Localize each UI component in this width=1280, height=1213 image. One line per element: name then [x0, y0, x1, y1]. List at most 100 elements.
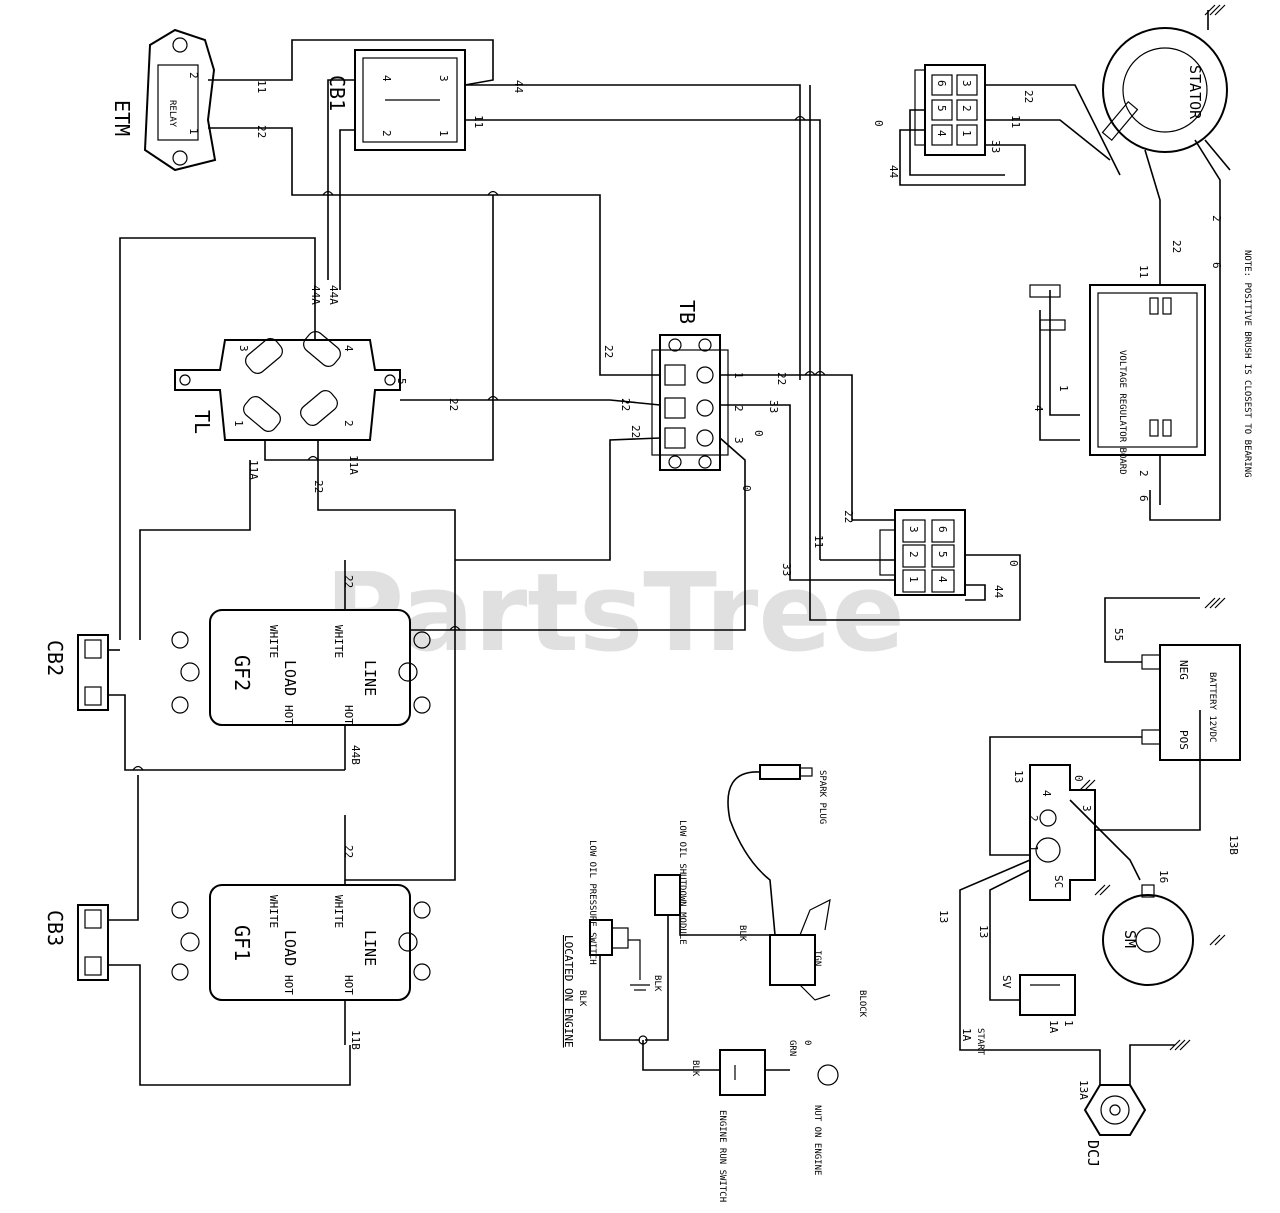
svg-text:1: 1: [907, 576, 920, 583]
dcj-jack: DCJ: [1083, 1084, 1147, 1167]
ignition-module: IGN: [769, 898, 831, 1001]
svg-text:0: 0: [802, 1040, 812, 1045]
svg-text:BLK: BLK: [652, 975, 662, 992]
battery: NEG POS BATTERY 12VDC: [1141, 644, 1241, 761]
svg-text:11: 11: [255, 80, 268, 93]
svg-text:44A: 44A: [327, 285, 340, 305]
svg-text:2: 2: [1210, 215, 1223, 222]
tl-receptacle: 3 4 1 2 5 TL: [174, 331, 408, 441]
svg-text:4: 4: [936, 576, 949, 583]
located-on-engine-label: LOCATED ON ENGINE: [562, 935, 575, 1048]
svg-text:SV: SV: [1000, 975, 1013, 989]
svg-text:11B: 11B: [349, 1030, 362, 1050]
svg-text:0: 0: [872, 120, 885, 127]
svg-text:44: 44: [887, 165, 900, 179]
sm-label: SM: [1121, 930, 1139, 948]
svg-text:2: 2: [1027, 815, 1040, 822]
svg-text:1A: 1A: [1047, 1020, 1060, 1034]
svg-text:4: 4: [1040, 790, 1053, 797]
svg-text:1: 1: [187, 128, 200, 135]
low-oil-switch-label: LOW OIL PRESSURE SWITCH: [587, 840, 597, 965]
starter-solenoid: 4 3 2 1 SC: [1027, 764, 1096, 901]
svg-text:1: 1: [437, 130, 450, 137]
svg-text:1: 1: [1057, 385, 1070, 392]
svg-text:13: 13: [1012, 770, 1025, 783]
etm-module: RELAY 2 1 ETM: [110, 28, 217, 172]
svg-text:13B: 13B: [1227, 835, 1240, 855]
svg-text:LINE: LINE: [361, 930, 379, 966]
engine-run-switch: ENGINE RUN SWITCH: [717, 1049, 766, 1202]
svg-text:22: 22: [312, 480, 325, 493]
svg-text:2: 2: [907, 551, 920, 558]
svg-text:22: 22: [447, 398, 460, 411]
svg-text:WHITE: WHITE: [267, 895, 280, 928]
svg-text:HOT: HOT: [342, 975, 355, 995]
svg-text:22: 22: [602, 345, 615, 358]
gf2-label: GF2: [230, 655, 254, 691]
svg-text:5: 5: [935, 105, 948, 112]
dcj-label: DCJ: [1084, 1140, 1102, 1167]
cb1-breaker: 4 3 2 1 CB1: [325, 49, 466, 151]
engine-block-label: BLOCK: [857, 990, 867, 1018]
etm-label: ETM: [110, 100, 134, 136]
tl-label: TL: [190, 410, 214, 434]
cb2-label: CB2: [43, 640, 67, 676]
tb-terminal-block: 1 2 3 TB: [651, 300, 745, 471]
svg-text:2: 2: [380, 130, 393, 137]
svg-text:HOT: HOT: [342, 705, 355, 725]
lower-connector: 3 6 2 5 1 4: [879, 509, 966, 596]
svg-text:6: 6: [936, 526, 949, 533]
svg-text:WHITE: WHITE: [332, 625, 345, 658]
svg-text:16: 16: [1157, 870, 1170, 883]
svg-text:BLK: BLK: [577, 990, 587, 1007]
svg-text:4: 4: [1032, 405, 1045, 412]
etm-relay-label: RELAY: [167, 100, 177, 128]
svg-text:POS: POS: [1177, 730, 1190, 750]
svg-text:START: START: [975, 1028, 985, 1056]
svg-text:3: 3: [732, 437, 745, 444]
svg-text:1: 1: [232, 420, 245, 427]
svg-text:1: 1: [1062, 1020, 1075, 1027]
svg-text:2: 2: [342, 420, 355, 427]
svg-text:22: 22: [342, 575, 355, 588]
svg-text:LINE: LINE: [361, 660, 379, 696]
gf2-receptacle: GF2 LOAD LINE WHITE WHITE HOT HOT: [171, 609, 431, 726]
low-oil-pressure-switch: LOW OIL PRESSURE SWITCH: [587, 840, 629, 965]
svg-text:NEG: NEG: [1177, 660, 1190, 680]
svg-text:22: 22: [1170, 240, 1183, 253]
svg-text:0: 0: [1007, 560, 1020, 567]
spark-plug-label: SPARK PLUG: [817, 770, 827, 824]
spark-plug: SPARK PLUG: [759, 764, 827, 824]
low-oil-module-label: LOW OIL SHUTDOWN MODULE: [677, 820, 687, 945]
svg-text:33: 33: [780, 563, 793, 576]
svg-text:3: 3: [437, 75, 450, 82]
watermark: PartsTree: [325, 551, 905, 676]
cb1-label: CB1: [325, 75, 349, 111]
svg-text:0: 0: [740, 485, 753, 492]
svg-text:33: 33: [989, 140, 1002, 153]
junction-markers: [132, 115, 826, 771]
svg-text:11A: 11A: [247, 460, 260, 480]
cb2-breaker: CB2: [43, 634, 109, 711]
svg-text:1: 1: [1027, 845, 1040, 852]
stator: STATOR: [1101, 27, 1228, 153]
svg-text:55: 55: [1112, 628, 1125, 641]
nut-on-engine-icon: [817, 1064, 839, 1086]
svg-text:44B: 44B: [349, 745, 362, 765]
svg-text:11A: 11A: [347, 455, 360, 475]
svg-text:22: 22: [629, 425, 642, 438]
svg-text:HOT: HOT: [282, 975, 295, 995]
nut-on-engine-label: NUT ON ENGINE: [812, 1105, 822, 1175]
svg-text:2: 2: [187, 72, 200, 79]
voltage-regulator-board: VOLTAGE REGULATOR BOARD: [1089, 284, 1206, 475]
svg-text:22: 22: [842, 510, 855, 523]
cb3-breaker: CB3: [43, 904, 109, 981]
svg-text:13A: 13A: [1077, 1080, 1090, 1100]
svg-text:3: 3: [907, 526, 920, 533]
svg-text:0: 0: [1072, 775, 1085, 782]
svg-text:22: 22: [775, 372, 788, 385]
svg-text:13: 13: [977, 925, 990, 938]
voltage-regulator-label: VOLTAGE REGULATOR BOARD: [1117, 350, 1127, 475]
svg-text:3: 3: [1080, 805, 1093, 812]
